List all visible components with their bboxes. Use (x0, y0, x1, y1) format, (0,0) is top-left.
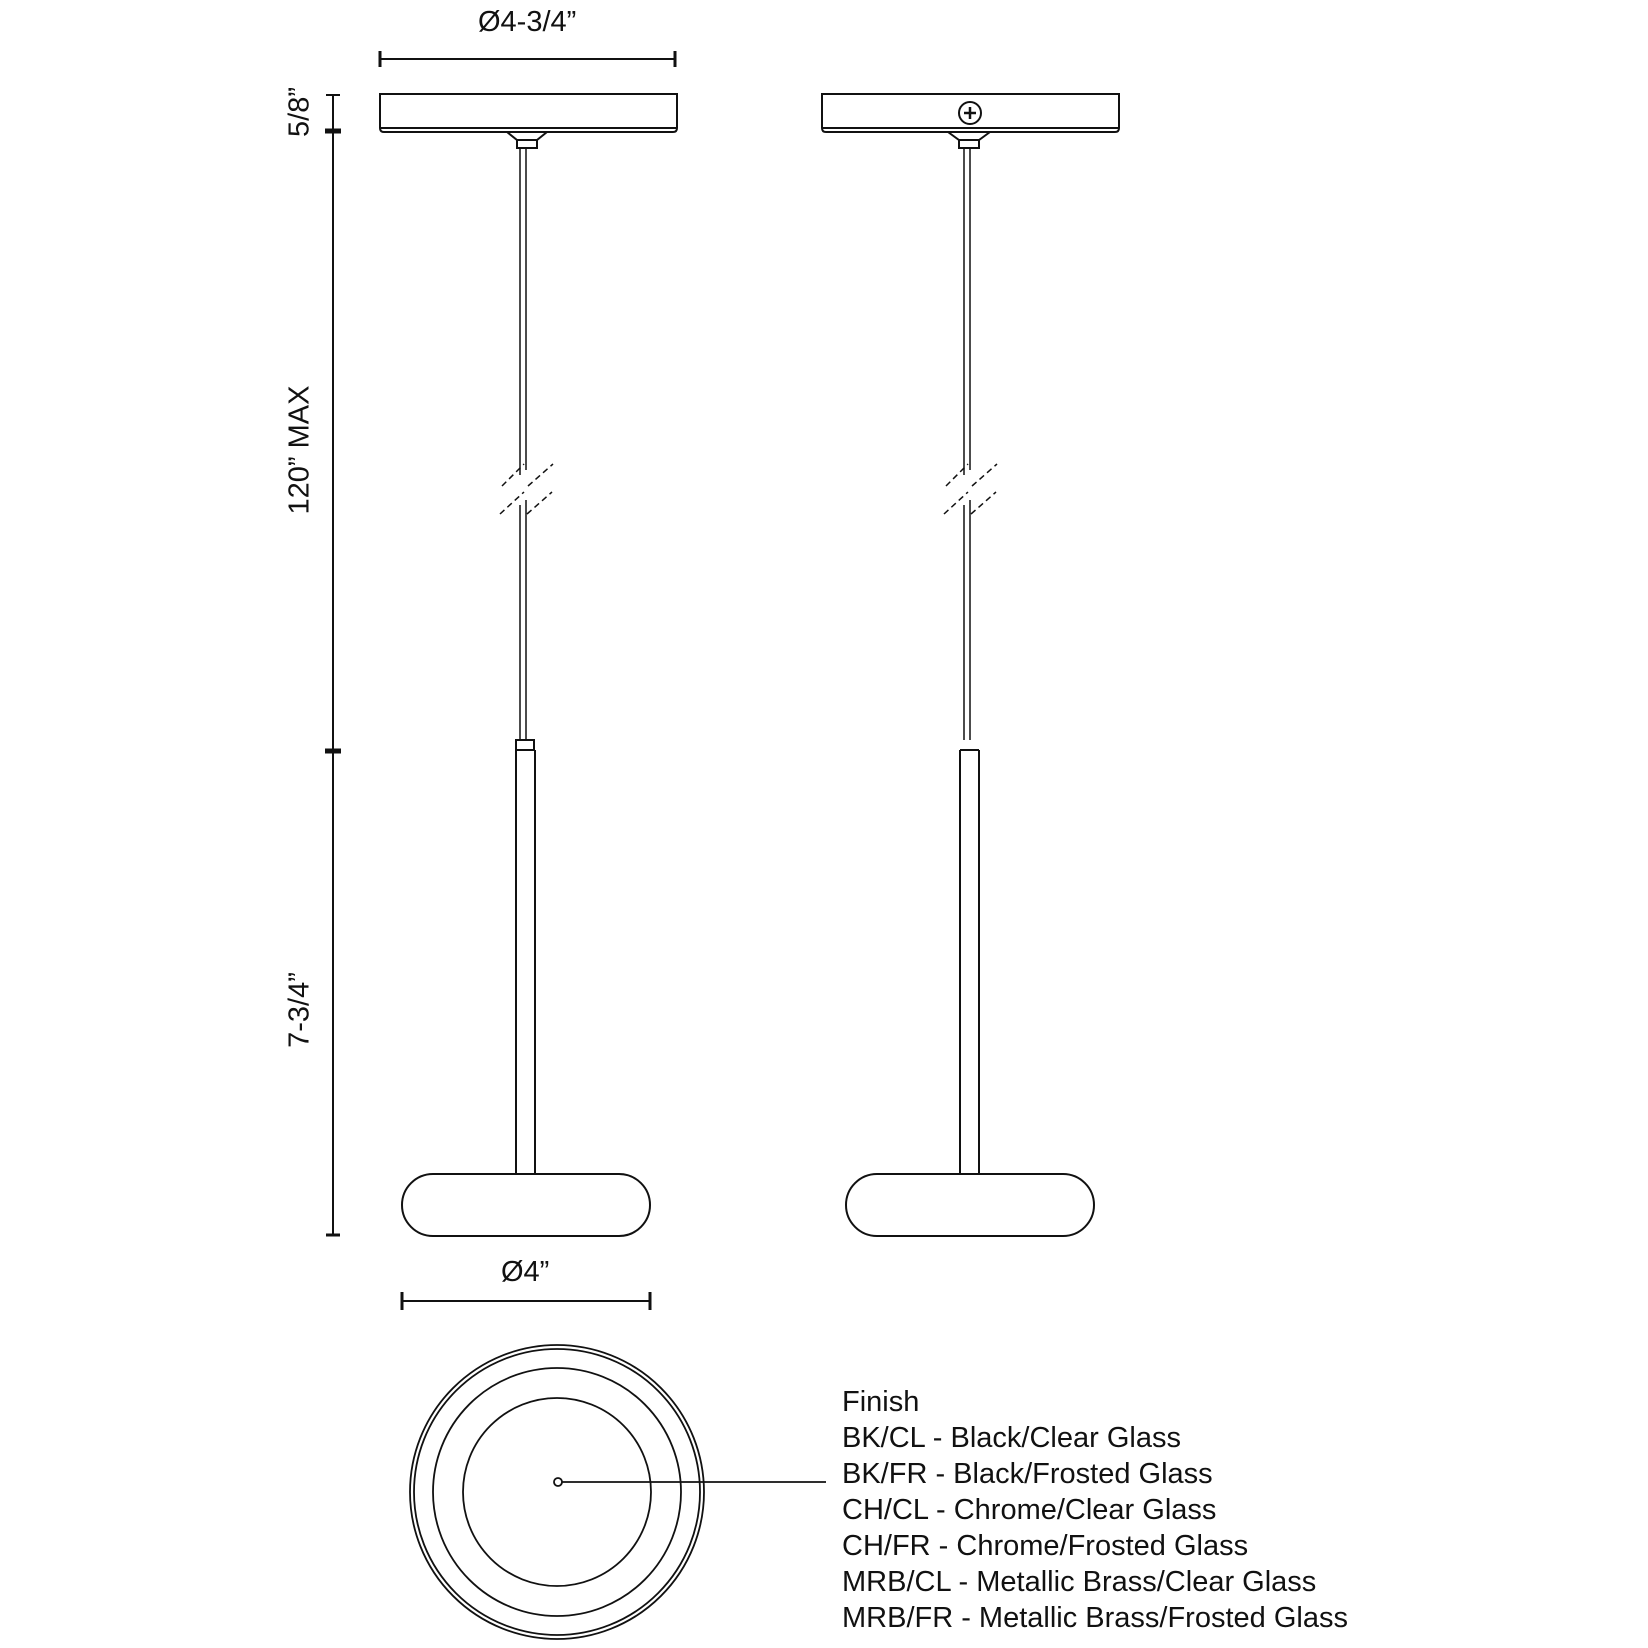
side-elevation (821, 93, 1120, 1237)
center-point-icon (553, 1477, 563, 1487)
canopy-width-dimension-line (378, 51, 677, 67)
legend-item: MRB/FR - Metallic Brass/Frosted Glass (842, 1602, 1348, 1634)
legend-item: CH/FR - Chrome/Frosted Glass (842, 1530, 1249, 1562)
cable-break-symbol (499, 463, 554, 515)
canopy-diameter-label: Ø4-3/4” (478, 6, 577, 38)
finish-legend: Finish BK/CL - Black/Clear Glass BK/FR -… (842, 1384, 1348, 1636)
shade-width-dimension-line (400, 1292, 652, 1310)
legend-title: Finish (842, 1386, 920, 1418)
front-elevation (379, 93, 678, 1237)
legend-item: BK/CL - Black/Clear Glass (842, 1422, 1181, 1454)
shade-diameter-label: Ø4” (501, 1256, 550, 1288)
legend-item: CH/CL - Chrome/Clear Glass (842, 1494, 1217, 1526)
screw-icon (958, 101, 982, 125)
height-dimension-line (325, 94, 341, 1237)
cable-break-symbol (943, 463, 998, 515)
pendant-height-label: 7-3/4” (283, 972, 316, 1048)
legend-item: BK/FR - Black/Frosted Glass (842, 1458, 1213, 1490)
legend-item: MRB/CL - Metallic Brass/Clear Glass (842, 1566, 1317, 1598)
cable-length-label: 120” MAX (283, 385, 316, 515)
bottom-plan-view (409, 1344, 826, 1640)
canopy-height-label: 5/8” (283, 87, 316, 137)
